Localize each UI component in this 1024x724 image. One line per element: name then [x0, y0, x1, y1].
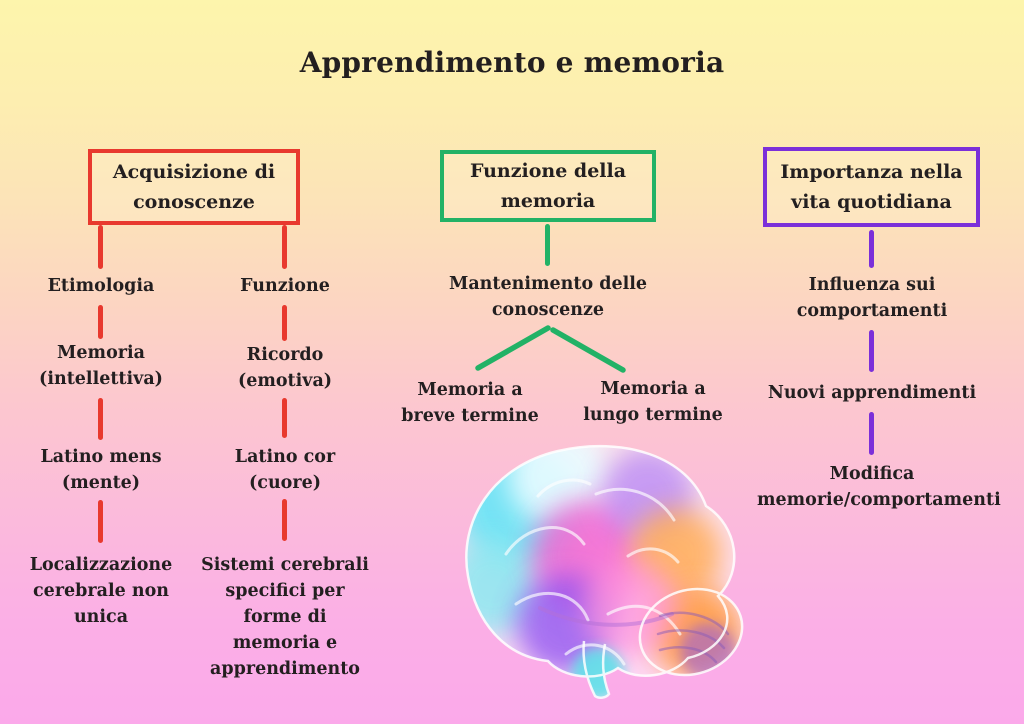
branch-box-acquisizione: Acquisizione di conoscenze — [88, 149, 300, 225]
node-mantenimento: Mantenimento delle conoscenze — [448, 274, 648, 320]
red-connector-segment — [98, 500, 103, 543]
node-influenza: Influenza sui comportamenti — [796, 275, 948, 321]
node-nuovi-apprendimenti: Nuovi apprendimenti — [767, 383, 977, 403]
node-memoria-intellettiva: Memoria (intellettiva) — [39, 343, 163, 389]
brain-image — [465, 444, 748, 699]
branch-box-funzione-label: Funzione della memoria — [469, 160, 627, 212]
node-latino-cor: Latino cor (cuore) — [234, 447, 336, 493]
red-connector-segment — [98, 305, 103, 339]
branch-box-importanza-label: Importanza nella vita quotidiana — [780, 161, 963, 213]
node-funzione: Funzione — [240, 276, 330, 296]
purple-connector-segment — [869, 330, 874, 372]
red-connector-segment — [282, 398, 287, 438]
green-branch-lines — [475, 325, 626, 373]
red-connector-segment — [282, 305, 287, 341]
purple-connector-segment — [869, 230, 874, 268]
branch-box-importanza: Importanza nella vita quotidiana — [763, 147, 980, 227]
red-connector-segment — [98, 225, 103, 269]
red-connector-segment — [282, 225, 287, 269]
node-localizzazione: Localizzazione cerebrale non unica — [29, 555, 173, 627]
node-latino-mens: Latino mens (mente) — [40, 447, 162, 493]
red-connector-segment — [282, 499, 287, 541]
node-memoria-breve: Memoria a breve termine — [401, 380, 539, 426]
node-memoria-lungo: Memoria a lungo termine — [583, 379, 723, 425]
node-sistemi-cerebrali: Sistemi cerebrali specifici per forme di… — [201, 555, 369, 679]
page-title: Apprendimento e memoria — [299, 46, 725, 79]
green-connector-segment — [545, 224, 550, 266]
node-modifica: Modifica memorie/comportamenti — [757, 464, 1001, 510]
branch-box-funzione: Funzione della memoria — [440, 150, 656, 222]
branch-box-acquisizione-label: Acquisizione di conoscenze — [112, 161, 276, 213]
purple-connector-segment — [869, 412, 874, 455]
red-connector-segment — [98, 398, 103, 440]
node-etimologia: Etimologia — [47, 276, 155, 296]
node-ricordo-emotiva: Ricordo (emotiva) — [237, 345, 333, 391]
